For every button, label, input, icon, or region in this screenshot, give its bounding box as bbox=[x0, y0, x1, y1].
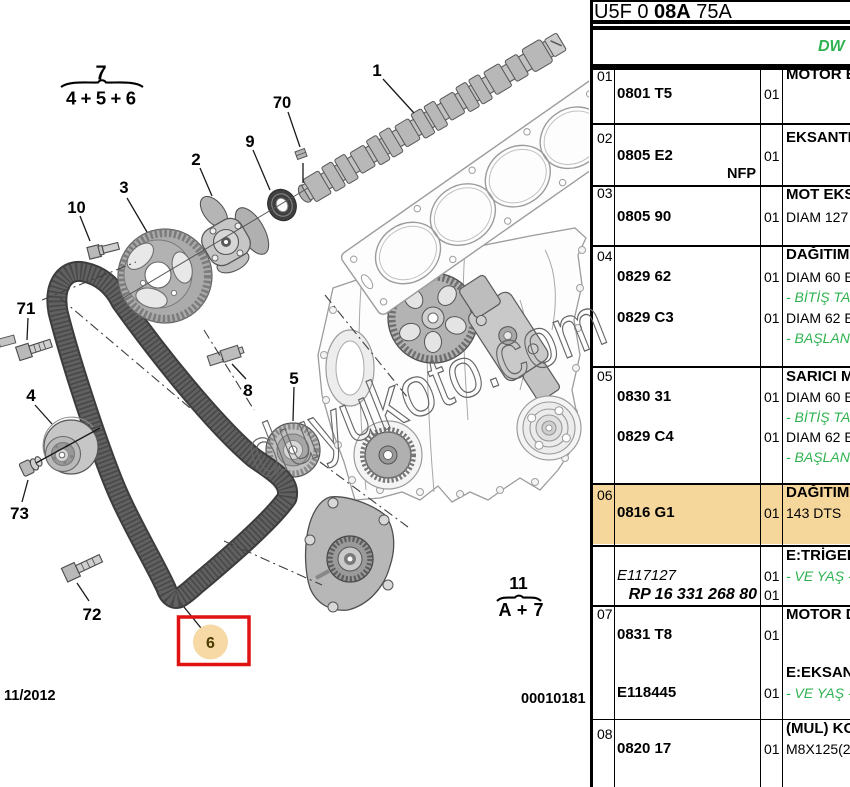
svg-text:3: 3 bbox=[119, 179, 128, 197]
svg-text:4 + 5 + 6: 4 + 5 + 6 bbox=[66, 88, 136, 109]
svg-text:00010181: 00010181 bbox=[521, 691, 586, 707]
svg-text:7: 7 bbox=[95, 63, 106, 85]
svg-text:73: 73 bbox=[10, 504, 29, 523]
svg-text:4: 4 bbox=[26, 386, 36, 405]
svg-text:10: 10 bbox=[67, 199, 85, 217]
svg-text:11/2012: 11/2012 bbox=[4, 688, 56, 704]
svg-text:5: 5 bbox=[289, 369, 298, 388]
svg-text:6: 6 bbox=[206, 635, 215, 652]
svg-text:11: 11 bbox=[509, 573, 528, 593]
svg-text:72: 72 bbox=[83, 605, 102, 624]
svg-text:2: 2 bbox=[191, 150, 200, 169]
svg-text:9: 9 bbox=[245, 133, 254, 151]
svg-text:70: 70 bbox=[273, 94, 291, 112]
svg-text:71: 71 bbox=[17, 299, 36, 318]
svg-text:1: 1 bbox=[372, 61, 381, 80]
svg-text:A + 7: A + 7 bbox=[499, 600, 544, 620]
svg-text:8: 8 bbox=[243, 381, 252, 400]
